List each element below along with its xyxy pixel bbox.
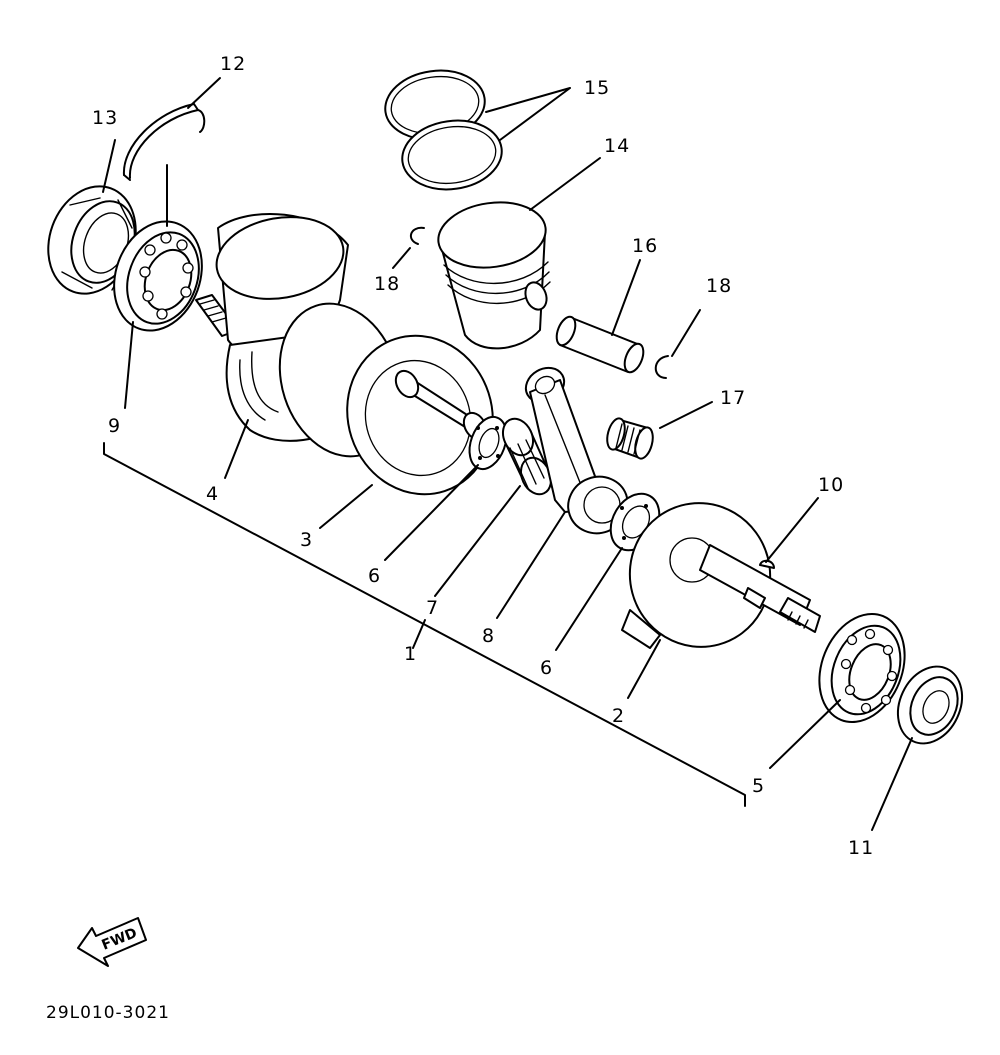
callout-10: 10 [818, 474, 844, 496]
callout-3: 3 [300, 529, 313, 551]
part-10-woodruff-key [759, 559, 775, 569]
callout-4: 4 [206, 483, 219, 505]
callout-8: 8 [482, 625, 495, 647]
callout-6-left: 6 [368, 565, 381, 587]
part-2-crank-right [621, 502, 821, 649]
callout-11: 11 [848, 837, 874, 859]
part-17-small-end-bearing [606, 401, 713, 460]
part-9-bearing-left [113, 164, 203, 332]
callout-labels: 13 12 15 14 18 16 18 17 10 9 4 3 6 7 1 8… [92, 53, 874, 859]
part-16-piston-pin [555, 259, 645, 374]
callout-6-right: 6 [540, 657, 553, 679]
callout-13: 13 [92, 107, 118, 129]
leader-lines [102, 77, 913, 831]
callout-1: 1 [404, 643, 417, 665]
assembly-bracket-1 [103, 442, 746, 807]
part-15-piston-rings [384, 69, 571, 191]
part-14-piston [437, 157, 601, 350]
callout-2: 2 [612, 705, 625, 727]
callout-12: 12 [220, 53, 246, 75]
callout-15: 15 [584, 77, 610, 99]
part-18-clip-right [654, 309, 701, 379]
callout-16: 16 [632, 235, 658, 257]
callout-18-left: 18 [374, 273, 400, 295]
part-11-oil-seal-right [896, 665, 964, 745]
callout-17: 17 [720, 387, 746, 409]
part-3-crank-left-web [278, 302, 494, 496]
callout-18-right: 18 [706, 275, 732, 297]
callout-14: 14 [604, 135, 630, 157]
part-code: 29L010-3021 [46, 1003, 170, 1023]
part-18-clip-left [392, 226, 425, 269]
part-6-thrust-washer-left [468, 415, 508, 471]
fwd-arrow-icon: FWD [77, 917, 147, 967]
callout-7: 7 [426, 597, 439, 619]
part-5-bearing-right [818, 612, 906, 724]
callout-5: 5 [752, 775, 765, 797]
part-12-circlip [122, 103, 206, 181]
callout-9: 9 [108, 415, 121, 437]
